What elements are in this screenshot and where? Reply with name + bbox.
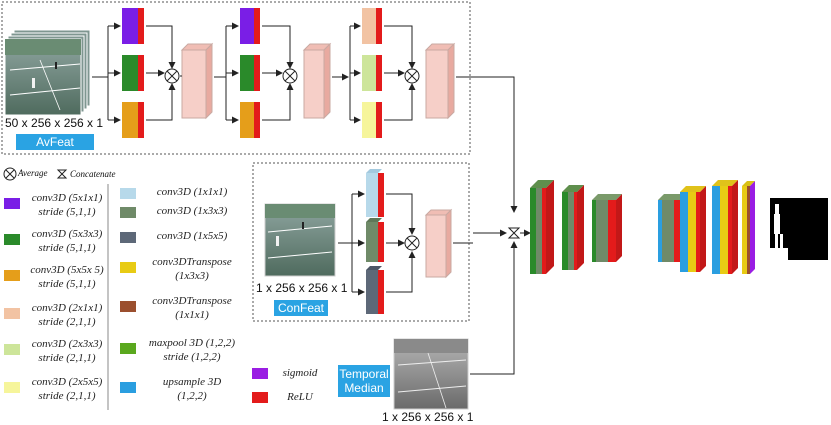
legend-label-line2: stride (5,1,1): [38, 242, 96, 254]
average-icon: [282, 68, 298, 84]
confeat-input-frame: [264, 203, 336, 277]
legend-label: conv3DTranspose (1x3x3): [138, 255, 246, 283]
avfeat-stage2: [240, 8, 332, 138]
relu-block: [138, 8, 144, 44]
legend-swatch: [252, 392, 268, 403]
avfeat-stage3: [362, 8, 456, 138]
legend-swatch: [120, 188, 136, 199]
legend-label-line2: stride (2,1,1): [38, 352, 96, 364]
legend-label: conv3DTranspose (1x1x1): [138, 294, 246, 322]
output-mask-image: [770, 198, 828, 260]
conv-5x3x3-block: [122, 55, 138, 91]
temporal-median-line2: Median: [344, 381, 384, 395]
legend-label-line2: stride (1,2,2): [163, 351, 221, 363]
legend-label-line1: conv3D (5x3x3): [31, 228, 103, 240]
confeat-tag: ConFeat: [274, 300, 328, 316]
legend-swatch: [4, 270, 20, 281]
legend-label-line1: conv3D (5x1x1): [31, 192, 103, 204]
legend-label: conv3D (1x3x3): [138, 204, 246, 218]
legend-swatch: [120, 382, 136, 393]
avfeat-input-frames: [4, 29, 91, 116]
avfeat-stage1: [122, 8, 214, 138]
confeat-input-dims: 1 x 256 x 256 x 1: [256, 281, 348, 295]
legend-swatch: [252, 368, 268, 379]
legend-swatch: [120, 343, 136, 354]
segmentation-network: [530, 180, 755, 274]
average-icon: [164, 68, 180, 84]
legend-label: conv3D (5x5x 5) stride (5,1,1): [22, 263, 112, 291]
legend-label: conv3D (1x1x1): [138, 185, 246, 199]
temporal-median-image: [393, 338, 469, 410]
median-connector: [470, 241, 518, 375]
legend-label: upsample 3D (1,2,2): [138, 375, 246, 403]
concatenate-legend-icon: [56, 169, 68, 179]
confeat-blocks: [366, 169, 453, 314]
relu-block: [138, 102, 144, 138]
legend-label-line1: conv3D (2x1x1): [31, 302, 103, 314]
median-input-dims: 1 x 256 x 256 x 1: [382, 410, 474, 424]
concatenate-icon: [507, 227, 521, 239]
confeat-box: [252, 162, 470, 322]
legend-label-line1: conv3D (5x5x 5): [30, 264, 104, 276]
legend-label: conv3D (2x5x5) stride (2,1,1): [22, 375, 112, 403]
confeat-connectors: [338, 190, 507, 296]
legend-label: conv3D (5x3x3) stride (5,1,1): [22, 227, 112, 255]
legend-label: conv3D (2x3x3) stride (2,1,1): [22, 337, 112, 365]
average-icon: [404, 68, 420, 84]
legend-swatch: [4, 382, 20, 393]
temporal-median-tag: Temporal Median: [338, 365, 390, 397]
legend-label-line2: (1,2,2): [177, 390, 207, 402]
legend-label: conv3D (5x1x1) stride (5,1,1): [22, 191, 112, 219]
concatenate-legend-label: Concatenate: [70, 169, 116, 179]
legend-swatch: [120, 207, 136, 218]
avfeat-box: [1, 1, 471, 155]
relu-block: [138, 55, 144, 91]
legend-label-line1: conv3D (1x1x1): [156, 186, 228, 198]
legend-label: conv3D (2x1x1) stride (2,1,1): [22, 301, 112, 329]
legend-label-line2: (1x1x1): [175, 309, 209, 321]
legend-label-line1: maxpool 3D (1,2,2): [148, 337, 236, 349]
legend-label-line1: conv3D (1x3x3): [156, 205, 228, 217]
average-legend-icon: [3, 167, 17, 181]
conv-5x5x5-block: [122, 102, 138, 138]
legend-label-line2: stride (2,1,1): [38, 390, 96, 402]
average-icon: [404, 235, 420, 251]
legend-label: conv3D (1x5x5): [138, 229, 246, 243]
legend-swatch: [120, 262, 136, 273]
legend-swatch: [120, 232, 136, 243]
legend-label-line2: (1x3x3): [175, 270, 209, 282]
legend-swatch: [4, 344, 20, 355]
legend-swatch: [4, 198, 20, 209]
legend-label-line1: sigmoid: [282, 367, 318, 379]
conv-5x1x1-block: [122, 8, 138, 44]
legend-label-line1: conv3DTranspose: [152, 256, 232, 268]
legend-swatch: [4, 308, 20, 319]
legend-label: ReLU: [270, 390, 330, 404]
legend-label-line1: upsample 3D: [162, 376, 222, 388]
temporal-median-line1: Temporal: [339, 367, 389, 381]
legend-label-line1: conv3DTranspose: [152, 295, 232, 307]
legend-label-line2: stride (5,1,1): [38, 206, 96, 218]
legend-label-line2: stride (2,1,1): [38, 316, 96, 328]
legend-label-line1: conv3D (2x3x3): [31, 338, 103, 350]
legend-swatch: [120, 301, 136, 312]
legend-swatch: [4, 234, 20, 245]
average-legend-label: Average: [18, 168, 48, 178]
avfeat-tag: AvFeat: [16, 134, 94, 150]
avfeat-connectors: [92, 22, 518, 213]
legend-label: sigmoid: [270, 366, 330, 380]
legend-label-line1: ReLU: [287, 391, 313, 403]
avfeat-input-dims: 50 x 256 x 256 x 1: [5, 116, 104, 130]
legend-label: maxpool 3D (1,2,2) stride (1,2,2): [138, 336, 246, 364]
legend-label-line1: conv3D (1x5x5): [156, 230, 228, 242]
legend-label-line1: conv3D (2x5x5): [31, 376, 103, 388]
legend-label-line2: stride (5,1,1): [38, 278, 96, 290]
feature-block: [181, 49, 207, 119]
